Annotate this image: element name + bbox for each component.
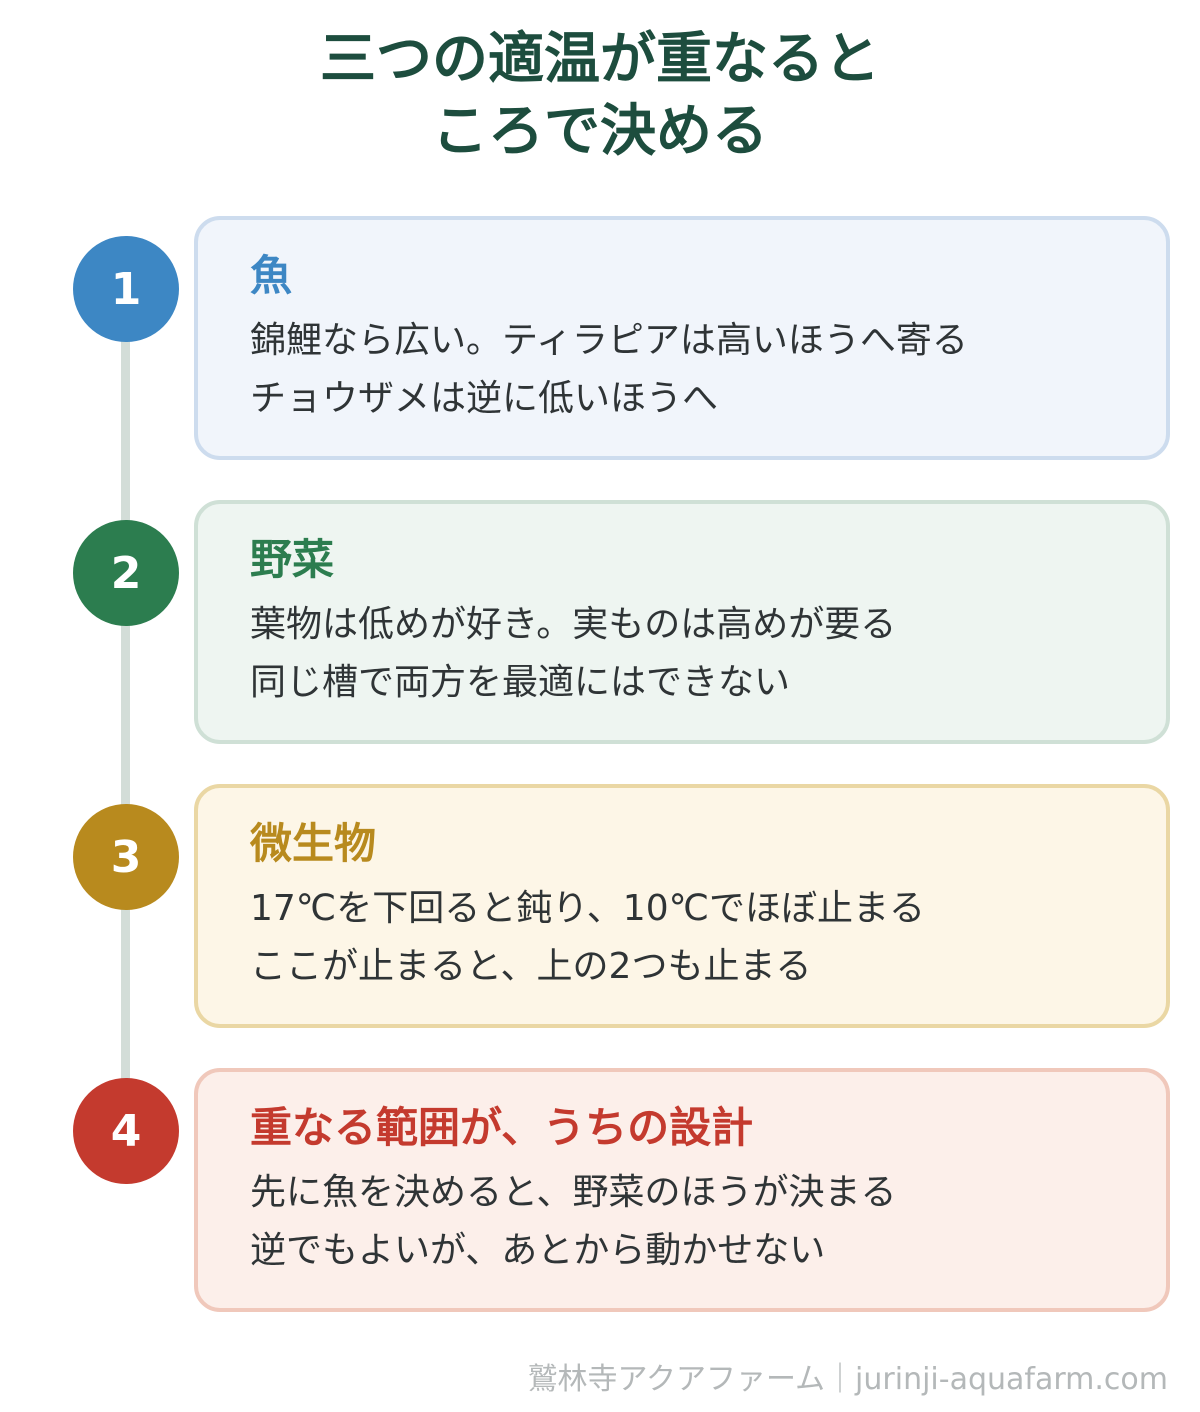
step-text-line-2: 逆でもよいが、あとから動かせない	[250, 1230, 826, 1271]
step-heading: 微生物	[250, 819, 377, 868]
step-heading: 野菜	[250, 535, 335, 584]
step-heading: 魚	[250, 251, 293, 300]
step-card: 野菜 葉物は低めが好き。実ものは高めが要る 同じ槽で両方を最適にはできない	[194, 500, 1170, 744]
step-text-line-2: チョウザメは逆に低いほうへ	[250, 378, 719, 419]
page-title: 三つの適温が重なると ころで決める	[0, 24, 1200, 168]
step-number-badge: 4	[73, 1078, 179, 1184]
title-line-2: ころで決める	[432, 99, 768, 164]
step-card: 魚 錦鯉なら広い。ティラピアは高いほうへ寄る チョウザメは逆に低いほうへ	[194, 216, 1170, 460]
step-text-line-1: 17℃を下回ると鈍り、10℃でほぼ止まる	[250, 888, 926, 929]
step-text-line-1: 葉物は低めが好き。実ものは高めが要る	[250, 604, 897, 645]
step-number-badge: 1	[73, 236, 179, 342]
step-number-badge: 2	[73, 520, 179, 626]
step-connector-line	[121, 270, 130, 1130]
step-heading: 重なる範囲が、うちの設計	[250, 1103, 754, 1152]
step-number-badge: 3	[73, 804, 179, 910]
step-card: 微生物 17℃を下回ると鈍り、10℃でほぼ止まる ここが止まると、上の2つも止ま…	[194, 784, 1170, 1028]
step-text-line-1: 先に魚を決めると、野菜のほうが決まる	[250, 1172, 897, 1213]
footer-credit: 鷲林寺アクアファーム｜jurinji-aquafarm.com	[527, 1362, 1168, 1397]
step-card: 重なる範囲が、うちの設計 先に魚を決めると、野菜のほうが決まる 逆でもよいが、あ…	[194, 1068, 1170, 1312]
step-text-line-2: ここが止まると、上の2つも止まる	[250, 946, 812, 987]
step-text-line-2: 同じ槽で両方を最適にはできない	[250, 662, 791, 703]
title-line-1: 三つの適温が重なると	[320, 27, 880, 92]
step-text-line-1: 錦鯉なら広い。ティラピアは高いほうへ寄る	[250, 320, 968, 361]
